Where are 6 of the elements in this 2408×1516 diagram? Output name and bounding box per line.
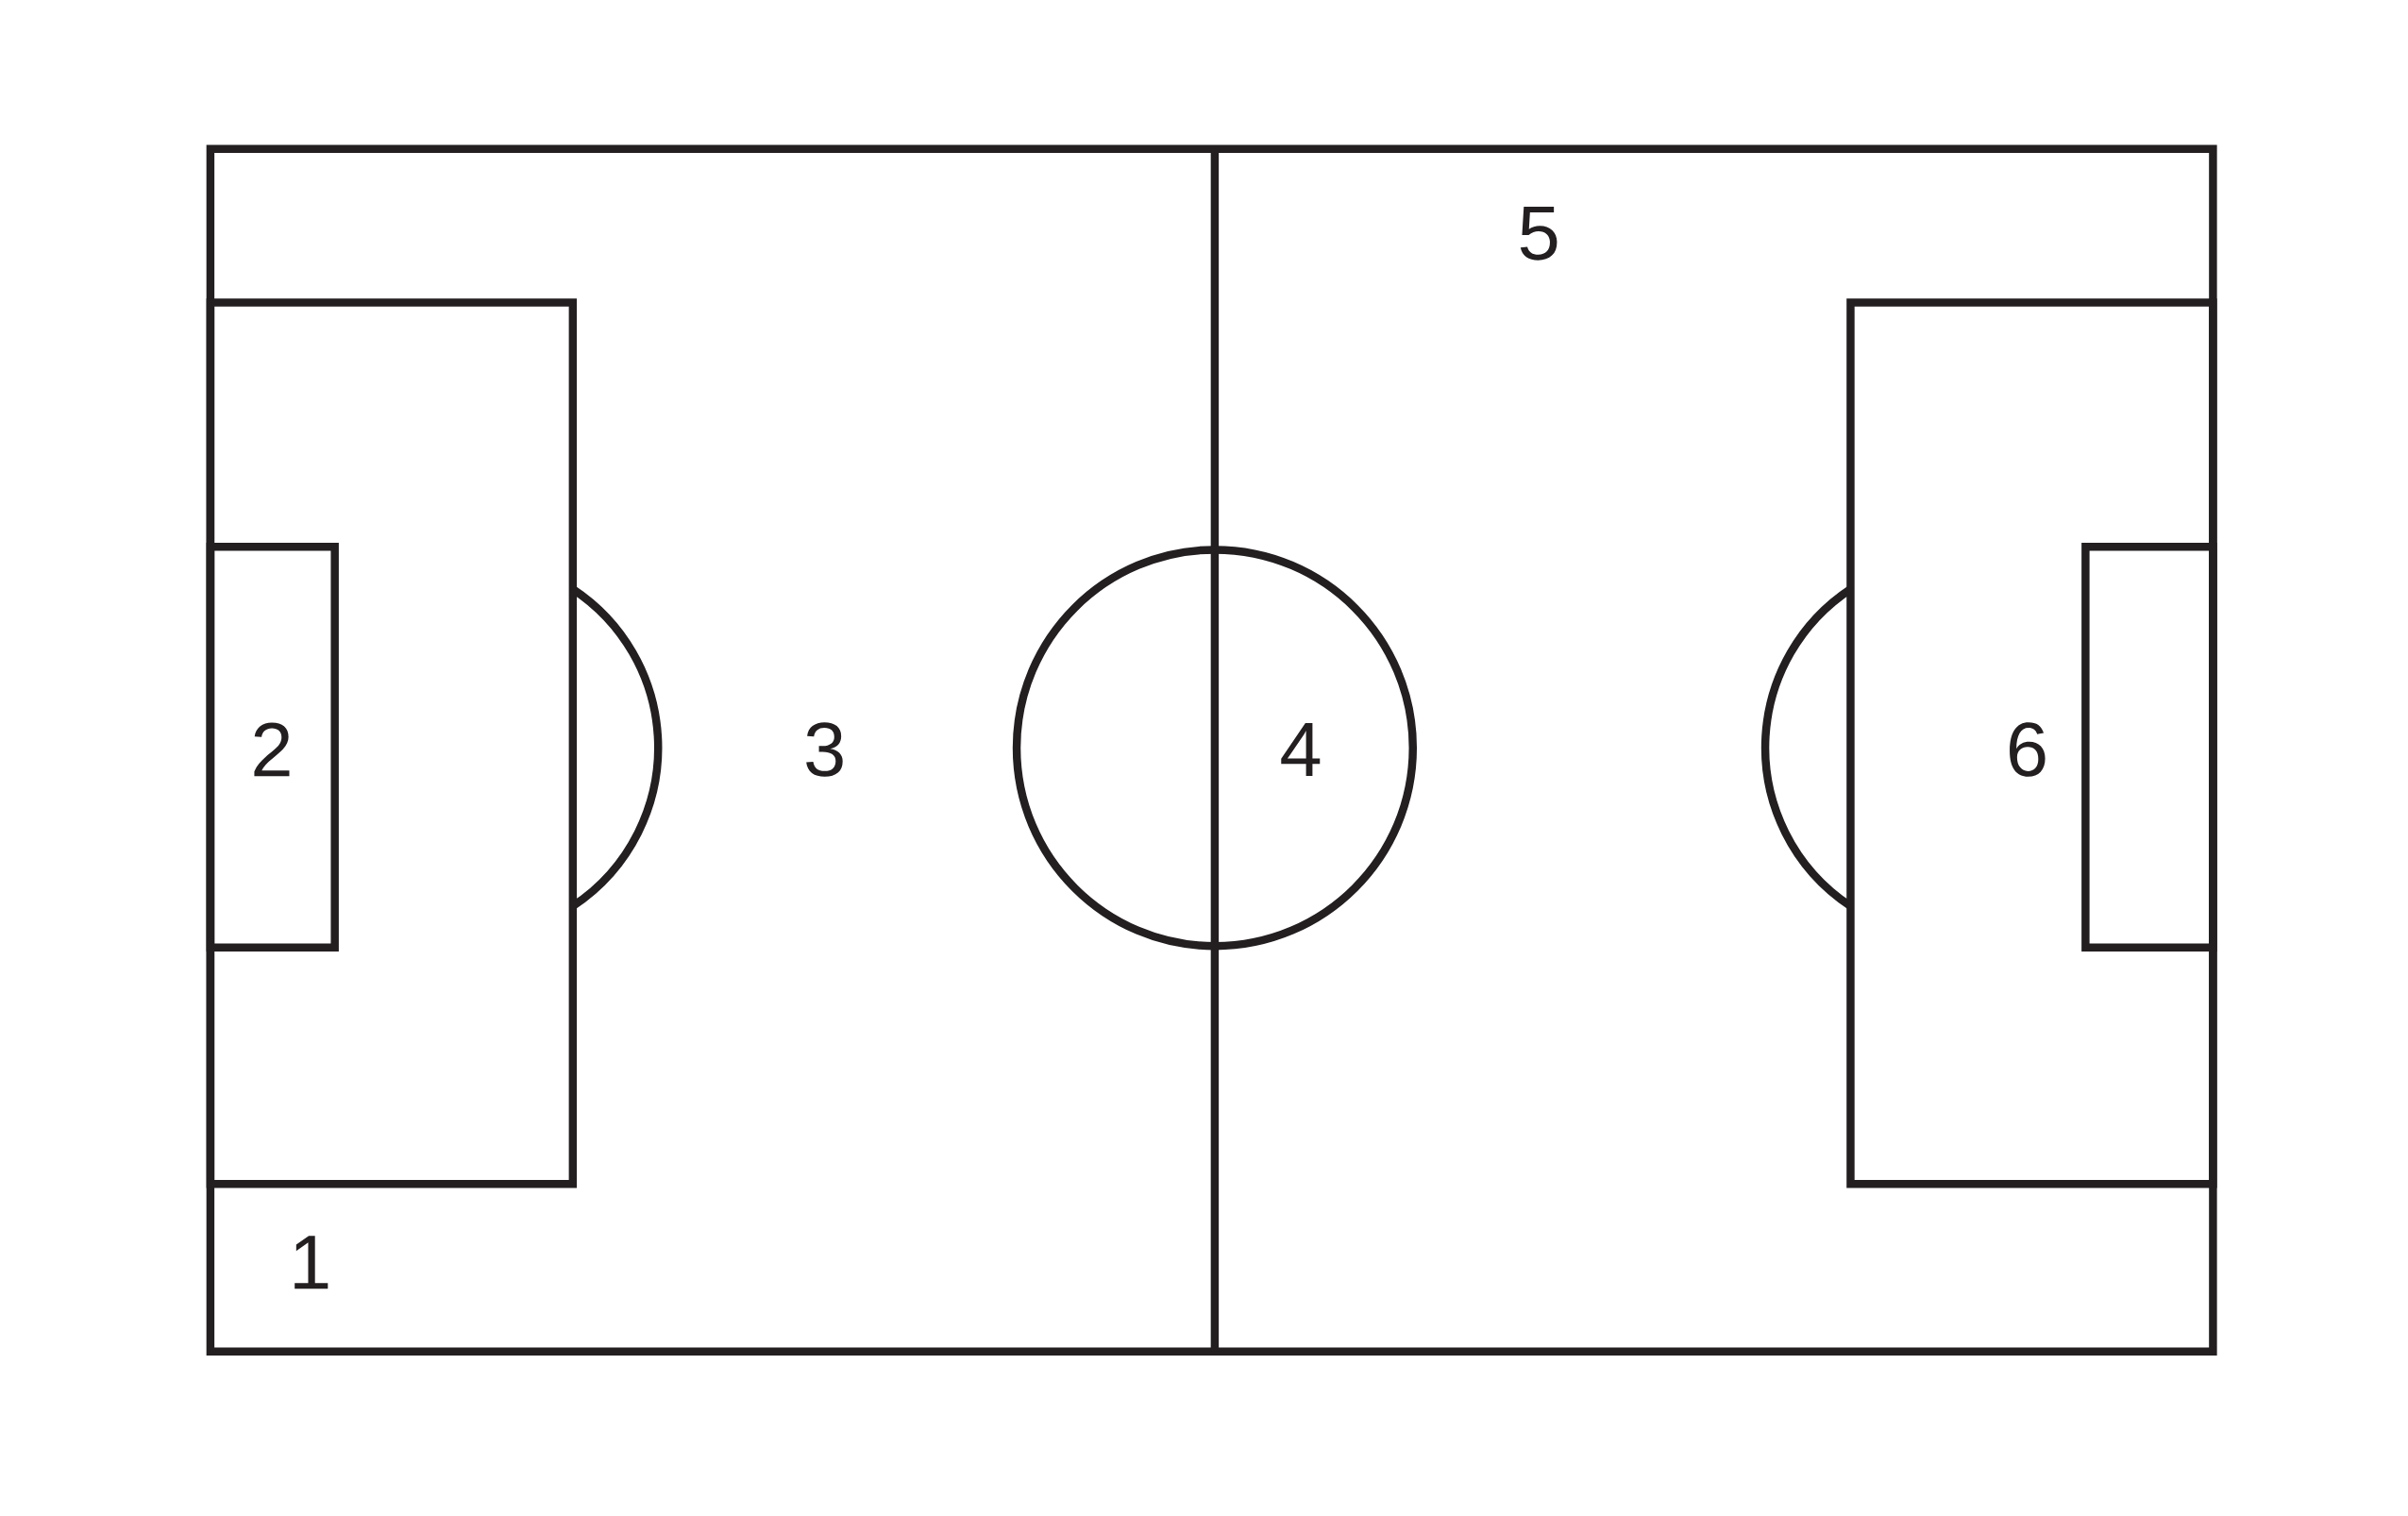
callout-number: 3	[806, 722, 843, 777]
callout-number: 2	[254, 722, 290, 777]
callout-number: 1	[295, 1236, 328, 1289]
callout-number: 6	[2010, 722, 2046, 777]
callout-number: 4	[1281, 723, 1321, 776]
callout-number: 5	[1520, 207, 1558, 261]
